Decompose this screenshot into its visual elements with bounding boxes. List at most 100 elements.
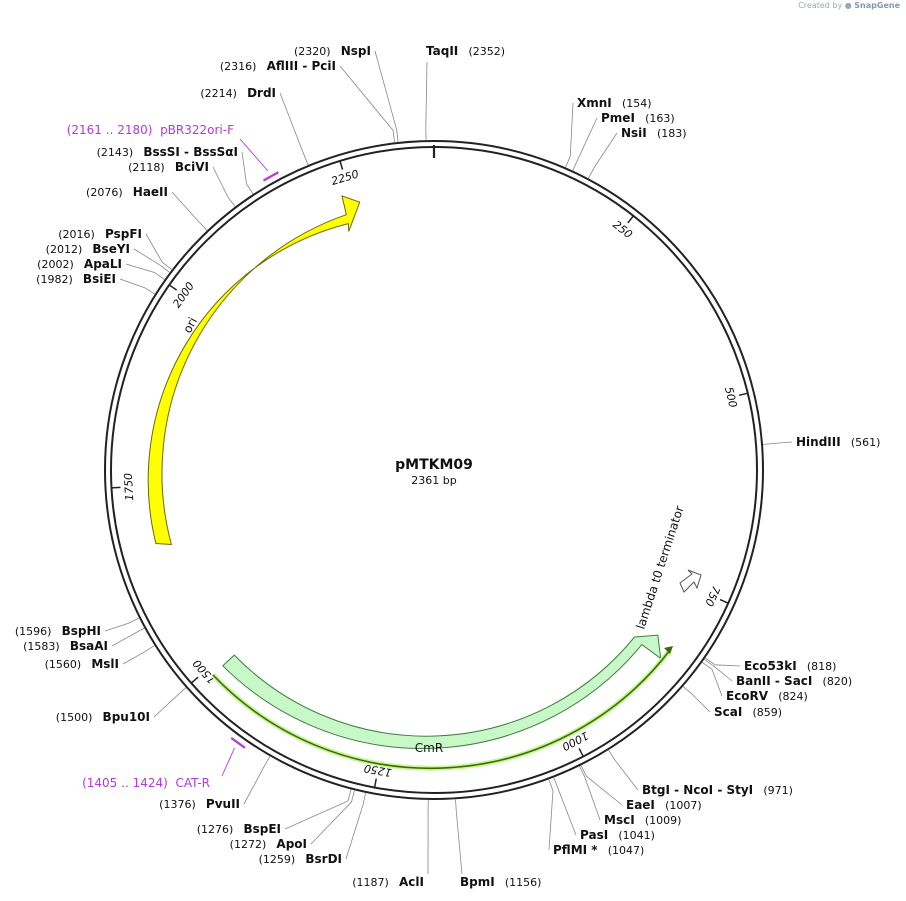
restriction-site-label[interactable]: PasI (1041) bbox=[580, 824, 655, 843]
restriction-site-label[interactable]: EaeI (1007) bbox=[626, 794, 702, 813]
site-position: (1187) bbox=[352, 876, 389, 889]
site-name: BspHI bbox=[62, 624, 101, 638]
site-position: (1276) bbox=[197, 823, 234, 836]
site-position: (1272) bbox=[230, 838, 267, 851]
restriction-site-label[interactable]: BtgI - NcoI - StyI (971) bbox=[642, 779, 793, 798]
site-name: BseYI bbox=[92, 242, 130, 256]
site-leader-line bbox=[701, 661, 723, 697]
restriction-site-label[interactable]: (2118) BciVI bbox=[128, 156, 209, 175]
restriction-site-label[interactable]: (1560) MslI bbox=[45, 653, 119, 672]
site-leader-line bbox=[579, 766, 601, 821]
site-position: (1041) bbox=[618, 829, 655, 842]
site-position: (2076) bbox=[86, 186, 123, 199]
ori-feature-arrow bbox=[147, 195, 361, 546]
restriction-site-label[interactable]: (1583) BsaAI bbox=[23, 635, 108, 654]
site-position: (2002) bbox=[37, 258, 74, 271]
site-position: (2316) bbox=[220, 60, 257, 73]
site-leader-line bbox=[580, 765, 623, 806]
restriction-site-label[interactable]: (1272) ApoI bbox=[230, 833, 307, 852]
credit-prefix: Created by bbox=[798, 1, 843, 10]
restriction-site-label[interactable]: (2002) ApaLI bbox=[37, 253, 122, 272]
site-position: (859) bbox=[753, 706, 783, 719]
site-leader-line bbox=[243, 756, 271, 805]
snapgene-logo-icon: ● bbox=[844, 1, 852, 10]
tick-label: 500 bbox=[722, 386, 740, 409]
tick-mark bbox=[168, 284, 178, 291]
cmr-feature-arrow bbox=[222, 634, 662, 749]
site-position: (2012) bbox=[46, 243, 83, 256]
cmr-orf-line bbox=[212, 649, 671, 770]
site-name: BtgI - NcoI - StyI bbox=[642, 783, 753, 797]
primer-label[interactable]: (1405 .. 1424) CAT-R bbox=[82, 776, 210, 790]
site-name: TaqII bbox=[426, 44, 458, 58]
site-name: PmeI bbox=[601, 111, 635, 125]
site-position: (1376) bbox=[159, 798, 196, 811]
primer-leader-line bbox=[221, 747, 235, 777]
tick-label: 2250 bbox=[330, 167, 361, 188]
restriction-site-label[interactable]: EcoRV (824) bbox=[726, 685, 808, 704]
restriction-site-label[interactable]: (1982) BsiEI bbox=[36, 268, 116, 287]
site-position: (2214) bbox=[200, 87, 237, 100]
site-position: (2143) bbox=[97, 146, 134, 159]
tick-label: 1500 bbox=[190, 657, 218, 687]
restriction-site-label[interactable]: (2016) PspFI bbox=[58, 223, 142, 242]
restriction-site-label[interactable]: ScaI (859) bbox=[714, 701, 782, 720]
credit-brand: SnapGene bbox=[854, 1, 900, 10]
restriction-site-label[interactable]: (2143) BssSI - BssSαI bbox=[97, 141, 238, 160]
restriction-site-label[interactable]: NsiI (183) bbox=[621, 122, 687, 141]
site-position: (1982) bbox=[36, 273, 73, 286]
site-name: EcoRV bbox=[726, 689, 769, 703]
site-position: (163) bbox=[645, 112, 675, 125]
restriction-site-label[interactable]: (2316) AflIII - PciI bbox=[220, 55, 336, 74]
tick-mark bbox=[719, 598, 729, 604]
restriction-site-label[interactable]: XmnI (154) bbox=[577, 92, 652, 111]
tick-label: 1750 bbox=[122, 473, 137, 502]
site-name: ScaI bbox=[714, 705, 742, 719]
site-position: (2352) bbox=[468, 45, 505, 58]
site-leader-line bbox=[111, 627, 145, 647]
restriction-site-label[interactable]: BpmI (1156) bbox=[460, 871, 541, 890]
restriction-site-label[interactable]: (2012) BseYI bbox=[46, 238, 130, 257]
restriction-site-label[interactable]: BanII - SacI (820) bbox=[736, 670, 852, 689]
restriction-site-label[interactable]: (1500) Bpu10I bbox=[56, 706, 150, 725]
cmr-label: CmR bbox=[415, 741, 443, 755]
restriction-site-label[interactable]: (1276) BspEI bbox=[197, 818, 281, 837]
site-name: MscI bbox=[604, 813, 635, 827]
site-position: (1156) bbox=[505, 876, 542, 889]
restriction-site-label[interactable]: (1376) PvuII bbox=[159, 793, 240, 812]
primer-label[interactable]: (2161 .. 2180) pBR322ori-F bbox=[67, 123, 234, 137]
tick-label: 2000 bbox=[170, 280, 197, 310]
backbone-outer bbox=[104, 140, 764, 800]
restriction-site-label[interactable]: (1187) AclI bbox=[352, 871, 424, 890]
site-leader-line bbox=[572, 117, 598, 171]
site-leader-line bbox=[339, 65, 395, 143]
site-leader-line bbox=[455, 799, 463, 875]
restriction-site-label[interactable]: Eco53kI (818) bbox=[744, 655, 836, 674]
restriction-site-label[interactable]: (1596) BspHI bbox=[15, 620, 101, 639]
site-position: (2016) bbox=[58, 228, 95, 241]
restriction-site-label[interactable]: PflMI * (1047) bbox=[553, 839, 644, 858]
plasmid-name: pMTKM09 bbox=[395, 457, 473, 473]
site-leader-line bbox=[553, 777, 577, 836]
site-position: (1009) bbox=[645, 814, 682, 827]
ori-label: ori bbox=[180, 315, 200, 335]
site-name: MslI bbox=[91, 657, 119, 671]
site-leader-line bbox=[704, 657, 741, 667]
site-name: XmnI bbox=[577, 96, 612, 110]
primers: (2161 .. 2180) pBR322ori-F (1405 .. 1424)… bbox=[67, 123, 279, 790]
site-leader-line bbox=[284, 789, 352, 830]
site-name: Eco53kI bbox=[744, 659, 797, 673]
restriction-site-label[interactable]: MscI (1009) bbox=[604, 809, 681, 828]
restriction-site-label[interactable]: HindIII (561) bbox=[796, 431, 880, 450]
site-position: (154) bbox=[622, 97, 652, 110]
restriction-site-label[interactable]: (2076) HaeII bbox=[86, 181, 168, 200]
restriction-site-label[interactable]: TaqII (2352) bbox=[426, 40, 505, 59]
restriction-site-label[interactable]: (2320) NspI bbox=[294, 40, 371, 59]
restriction-site-label[interactable]: PmeI (163) bbox=[601, 107, 675, 126]
site-position: (1007) bbox=[665, 799, 702, 812]
restriction-site-label[interactable]: (2214) DrdI bbox=[200, 82, 276, 101]
restriction-site-label[interactable]: (1259) BsrDI bbox=[259, 848, 342, 867]
primer-range: (1405 .. 1424) bbox=[82, 776, 168, 790]
primer-range: (2161 .. 2180) bbox=[67, 123, 153, 137]
